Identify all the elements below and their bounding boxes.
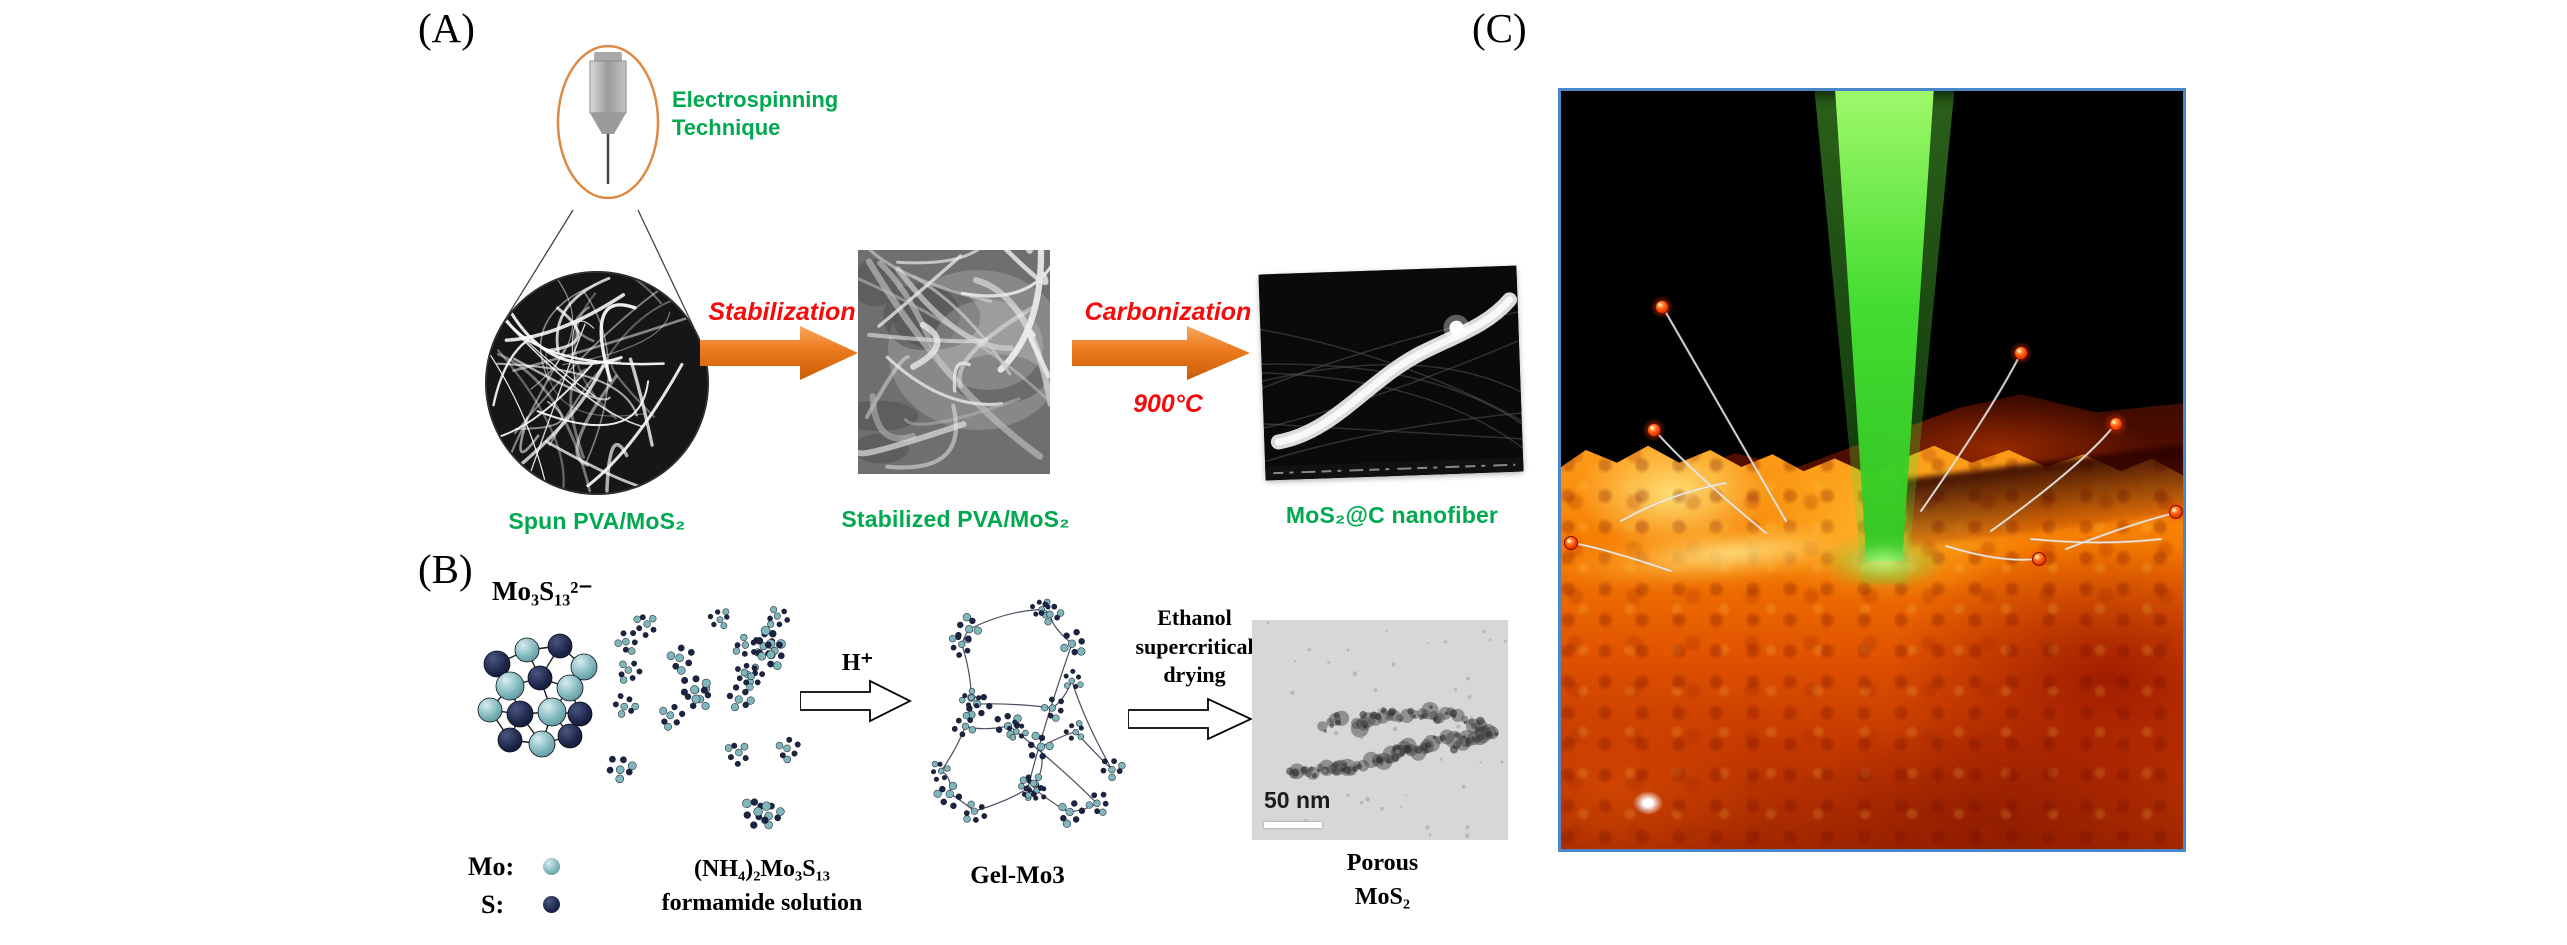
solution-caption-line2: formamide solution (661, 890, 863, 916)
stabilized-sem-image (858, 250, 1050, 474)
porous-mos2-tem-image: 50 nm (1252, 620, 1508, 840)
mo3s13-cluster-model (477, 633, 598, 758)
beam-impact-glow (1820, 534, 1949, 591)
tem-aggregate-art (1266, 621, 1508, 839)
spun-caption: Spun PVA/MoS₂ (508, 508, 686, 534)
panel-a-label: (A) (418, 5, 475, 51)
cluster-formula: Mo₃S₁₃²⁻ (492, 576, 593, 606)
carbonization-arrow-icon (1072, 326, 1250, 380)
stabilized-caption: Stabilized PVA/MoS₂ (841, 506, 1070, 532)
electrospinning-note: Electrospinning Technique (672, 87, 839, 140)
nanofiber-caption: MoS₂@C nanofiber (1285, 502, 1499, 528)
stabilized-sem-art (858, 250, 1050, 474)
nanofiber-sem-art (1258, 265, 1524, 481)
solution-caption-line1: (NH₄)₂Mo₃S₁₃ (694, 856, 830, 882)
s-legend-dot (543, 896, 560, 913)
panel-b-label: (B) (418, 546, 473, 592)
legend-s-label: S: (481, 890, 505, 919)
nanofiber-sem-image (1258, 265, 1524, 481)
laser-ablation-render (1558, 88, 2186, 852)
ethanol-drying-label: Ethanol supercritical drying (1135, 605, 1254, 688)
legend-mo-label: Mo: (468, 852, 515, 881)
bright-spot (1633, 791, 1663, 815)
gel-caption: Gel-Mo3 (970, 862, 1065, 889)
porous-caption-line1: Porous (1346, 850, 1419, 876)
carbonization-temperature: 900°C (1133, 390, 1203, 418)
mo-legend-dot (543, 858, 560, 875)
spun-fiber-sem-sphere (485, 209, 709, 495)
tem-scalebar (1264, 822, 1322, 828)
formamide-solution-art (606, 606, 801, 830)
stabilization-arrow-icon (700, 326, 858, 380)
h-plus-label: H⁺ (841, 650, 874, 676)
stabilization-label: Stabilization (708, 298, 856, 326)
syringe-icon (556, 44, 660, 200)
ethanol-arrow-icon (1128, 697, 1253, 741)
h-plus-arrow-icon (800, 679, 912, 723)
tem-scalebar-label: 50 nm (1264, 787, 1331, 813)
panel-c-label: (C) (1472, 5, 1527, 51)
gel-network-art (931, 598, 1126, 828)
carbonization-label: Carbonization (1084, 298, 1252, 326)
ejected-particles-art (1561, 295, 2183, 573)
porous-caption-line2: MoS₂ (1354, 884, 1411, 910)
